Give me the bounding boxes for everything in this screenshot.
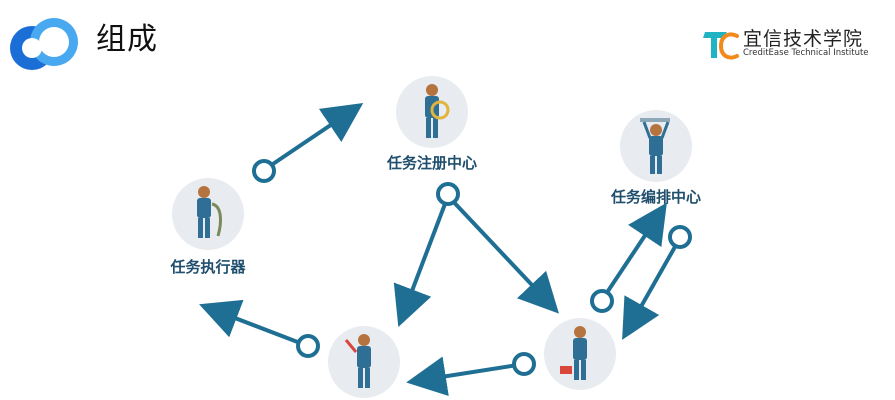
page-title: 组成 [96,22,158,57]
node-executor [172,178,244,250]
brand-logo: 宜信技术学院 CreditEase Technical Institute [701,20,881,70]
arrow-bottom-left-to-executor [199,299,309,348]
node-label-registry: 任务注册中心 [386,154,478,172]
brand-mark-icon [703,32,739,60]
node-label-executor: 任务执行器 [170,258,246,276]
connector-dot [296,334,320,358]
arrow-bottom-right-to-orchestrator [600,202,667,302]
worker-icon [344,334,371,388]
connector-dot [590,289,614,313]
arrow-registry-to-bottom-right [446,194,559,314]
arrow-registry-to-bottom-left [393,195,450,327]
connector-dot [252,159,276,183]
connector-dot [512,352,536,376]
worker-icon [197,186,222,238]
node-orchestrator [620,110,692,182]
worker-icon [640,118,670,174]
arrow-executor-to-registry [262,103,364,172]
connector-dot [668,225,692,249]
node-bottom-right [544,318,616,390]
node-label-orchestrator: 任务编排中心 [610,188,702,206]
logo-icon [10,18,78,70]
node-bottom-left [328,326,400,398]
brand-name-en: CreditEase Technical Institute [743,48,869,58]
arrow-orchestrator-to-bottom-right [622,237,682,340]
node-registry [396,76,468,148]
connector-dot [436,182,460,206]
worker-icon [560,326,587,380]
worker-icon [425,84,450,138]
arrow-bottom-right-to-bottom-left [406,356,525,397]
brand-name-cn: 宜信技术学院 [743,28,864,50]
